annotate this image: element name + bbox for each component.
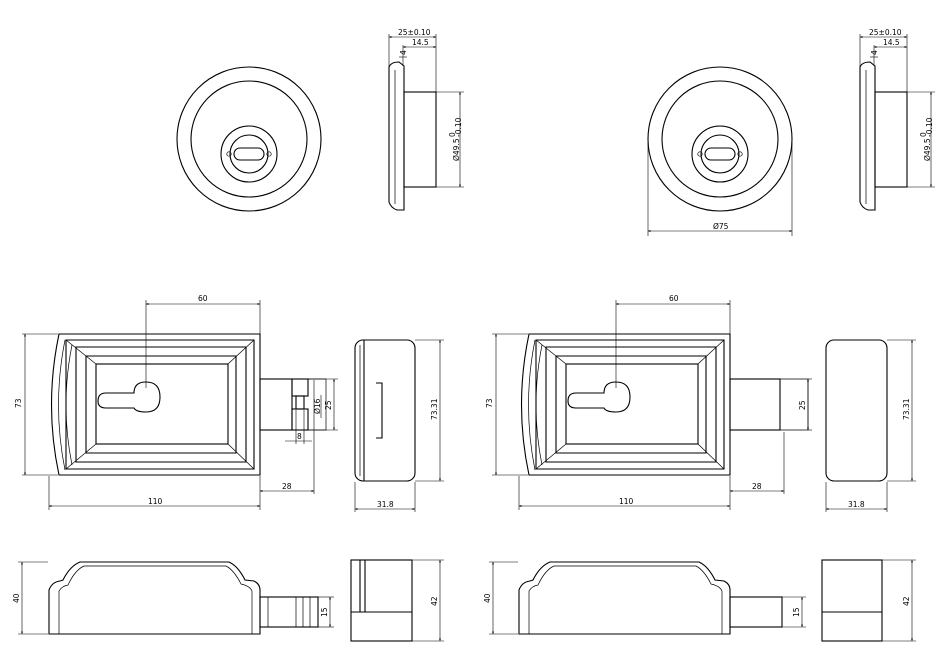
dim-bolt-width: 25 (324, 400, 333, 410)
lock-bottom-side-view-left: 42 (350, 559, 444, 642)
lock-bottom-view-left: 40 15 (12, 561, 334, 635)
dim-diameter-right: Ø49.5 (923, 138, 932, 161)
dim-bottom-height: 40 (12, 593, 21, 603)
dim-width: 110 (148, 497, 163, 506)
dim-side-bottom-height: 42 (430, 596, 439, 606)
dim-bottom-height-right: 40 (483, 593, 492, 603)
dim-side-height: 73.31 (430, 398, 439, 420)
dim-outer-diameter: Ø75 (713, 222, 729, 231)
keyway-slot (233, 147, 265, 161)
bolt (259, 378, 293, 431)
dim-height-right: 73 (485, 398, 494, 408)
dim-diameter-tol-bottom: -0.10 (454, 117, 463, 137)
dim-small-right: 4 (870, 50, 879, 55)
dim-bolt-length-right: 28 (752, 482, 762, 491)
dim-diameter-tol-bottom-right: -0.10 (925, 117, 934, 137)
lock-bottom-view-right: 40 15 (483, 561, 806, 635)
dim-bolt-height: 15 (320, 607, 329, 617)
lock-bottom-side-view-right: 42 (821, 559, 916, 642)
dim-bolt-width-right: 25 (798, 400, 807, 410)
dim-diameter-tol-top-right: 0 (919, 132, 928, 137)
cylinder-core-outer (220, 125, 278, 183)
cylinder-core-inner (229, 134, 269, 174)
cylinder-front-view-right: Ø75 (647, 66, 793, 236)
dim-height: 73 (14, 398, 23, 408)
lock-side-view-left: 73.31 31.8 (354, 339, 444, 512)
dim-bolt-height-right: 15 (792, 607, 801, 617)
cylinder-side-view-right: 25±0.10 14.5 4 Ø49.5 0 -0.10 (859, 28, 935, 211)
dim-diameter-tol-top: 0 (448, 132, 457, 137)
dim-keyhole-offset: 60 (198, 294, 208, 303)
dim-depth-partial-right: 14.5 (883, 38, 900, 47)
dim-small: 4 (399, 50, 408, 55)
dim-bolt-length: 28 (282, 482, 292, 491)
lock-front-view-left: 60 73 110 28 25 Ø16 8 (14, 294, 338, 510)
keyhole (97, 381, 161, 413)
dim-side-height-right: 73.31 (902, 398, 911, 420)
dim-diameter: Ø49.5 (452, 138, 461, 161)
lock-side-view-right: 73.31 31.8 (825, 339, 916, 512)
dim-side-depth-right: 31.8 (848, 500, 865, 509)
dim-depth-total-right: 25±0.10 (869, 28, 902, 37)
dim-pin-diameter: Ø16 (313, 398, 322, 414)
dim-pin-width: 8 (297, 432, 302, 441)
dim-side-bottom-height-right: 42 (902, 596, 911, 606)
dim-depth-partial: 14.5 (412, 38, 429, 47)
dim-depth-total: 25±0.10 (398, 28, 431, 37)
dim-side-depth: 31.8 (377, 500, 394, 509)
lock-front-view-right: 60 73 110 28 25 (485, 294, 812, 510)
dim-width-right: 110 (619, 497, 634, 506)
dim-keyhole-offset-right: 60 (669, 294, 679, 303)
cylinder-side-view-left: 25±0.10 14.5 4 Ø49.5 0 -0.10 (388, 28, 464, 211)
cylinder-front-view-left (176, 66, 322, 212)
